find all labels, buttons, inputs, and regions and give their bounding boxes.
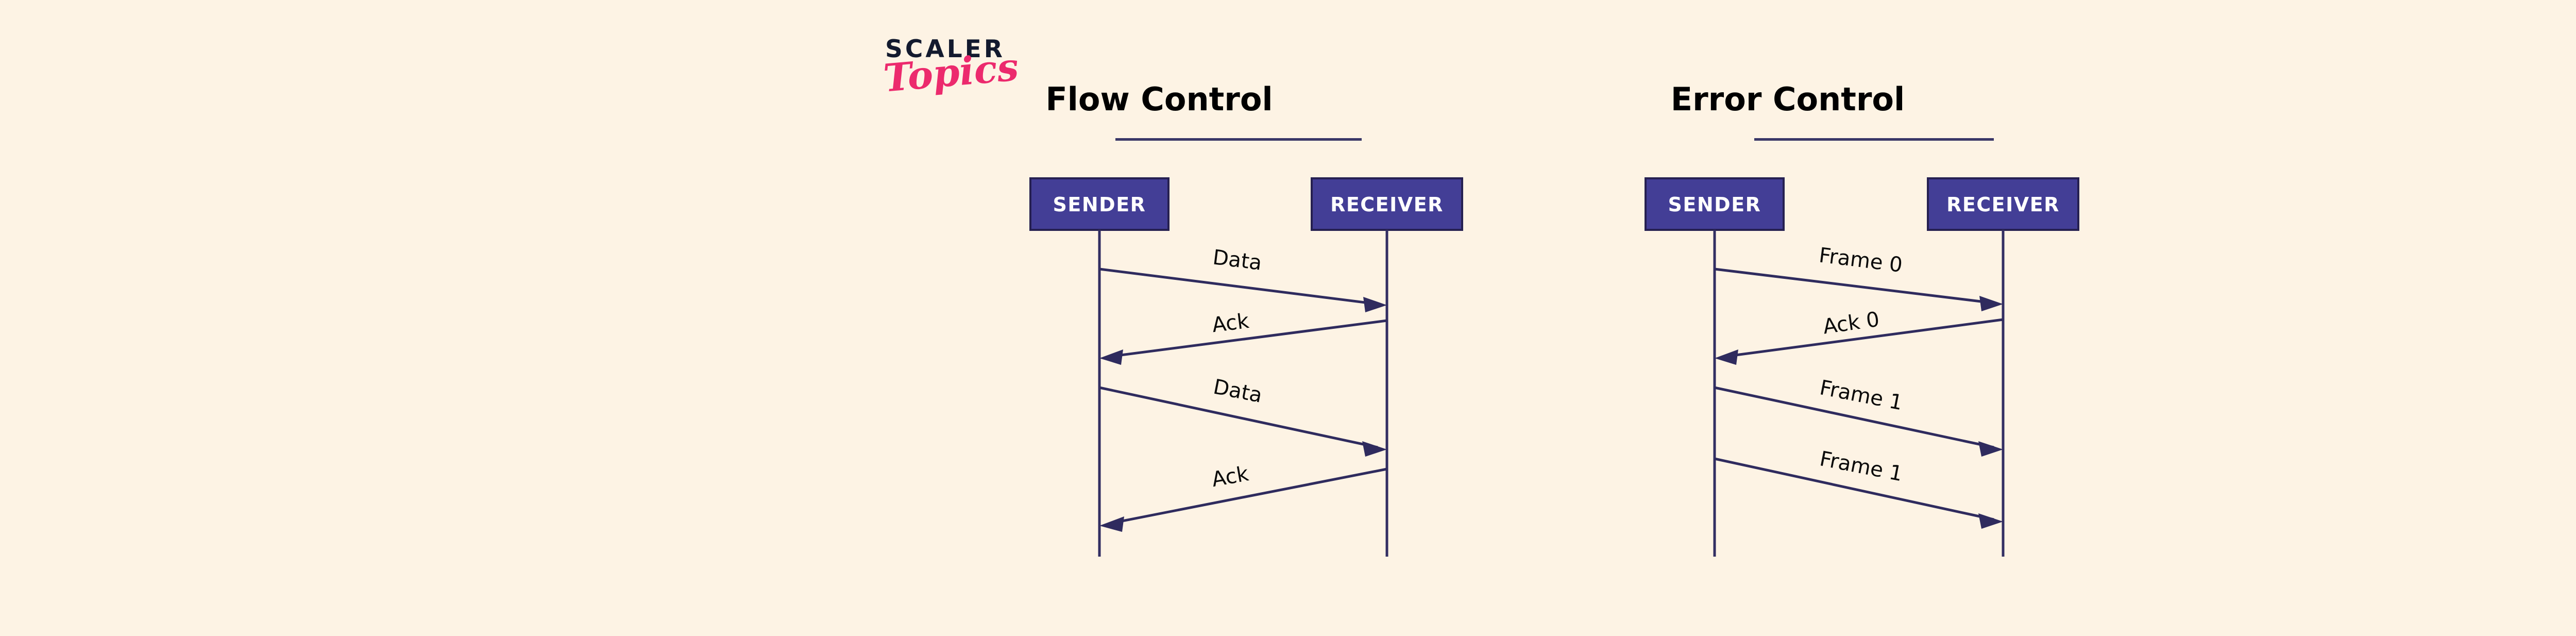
error-control-panel: Error Control SENDER RECEIVER Frame 0 bbox=[1638, 82, 2154, 567]
error-message-3: Frame 1 bbox=[1714, 376, 2003, 457]
error-receiver-box bbox=[1927, 177, 2079, 231]
flow-message-2-arrowhead bbox=[1099, 349, 1123, 365]
flow-message-3-label: Data bbox=[1211, 375, 1264, 408]
error-control-title-underline bbox=[1754, 138, 1994, 141]
error-control-title: Error Control bbox=[1670, 80, 1905, 118]
flow-message-1: Data bbox=[1099, 245, 1387, 312]
flow-message-2-label: Ack bbox=[1211, 309, 1251, 338]
flow-receiver-box bbox=[1311, 177, 1463, 231]
flow-message-4-arrowhead bbox=[1099, 516, 1124, 532]
flow-control-title: Flow Control bbox=[1045, 80, 1273, 118]
flow-message-1-label: Data bbox=[1211, 245, 1263, 275]
error-message-2-line bbox=[1723, 318, 2004, 358]
error-message-1-label: Frame 0 bbox=[1818, 243, 1904, 277]
flow-receiver-node: RECEIVER bbox=[1311, 177, 1463, 231]
flow-sender-node: SENDER bbox=[1029, 177, 1170, 231]
error-message-1: Frame 0 bbox=[1714, 243, 2003, 311]
flow-message-4-label: Ack bbox=[1210, 462, 1251, 492]
error-message-3-label: Frame 1 bbox=[1818, 376, 1905, 415]
flow-message-1-arrowhead bbox=[1363, 297, 1387, 312]
error-message-2-arrowhead bbox=[1715, 349, 1738, 365]
flow-sender-label: SENDER bbox=[1053, 193, 1146, 216]
error-sender-box bbox=[1645, 177, 1785, 231]
error-message-4-label: Frame 1 bbox=[1818, 447, 1905, 486]
flow-control-sequence-diagram: SENDER RECEIVER Data Ack bbox=[1029, 177, 1463, 557]
error-message-1-line bbox=[1714, 267, 1994, 305]
scaler-topics-logo: SCALER Topics bbox=[882, 35, 1045, 130]
flow-message-2-line bbox=[1108, 319, 1387, 358]
flow-control-title-underline bbox=[1115, 138, 1362, 141]
error-message-2: Ack 0 bbox=[1715, 308, 2004, 365]
flow-message-3: Data bbox=[1099, 375, 1387, 457]
flow-control-panel: Flow Control SENDER RECEIVER Data bbox=[1010, 82, 1525, 567]
flow-message-1-line bbox=[1099, 267, 1378, 306]
flow-message-4: Ack bbox=[1099, 462, 1387, 532]
error-message-1-arrowhead bbox=[1979, 296, 2003, 311]
flow-message-3-arrowhead bbox=[1362, 441, 1387, 457]
error-sender-label: SENDER bbox=[1668, 193, 1761, 216]
error-sender-node: SENDER bbox=[1645, 177, 1785, 231]
error-message-3-arrowhead bbox=[1978, 441, 2003, 457]
error-message-4-arrowhead bbox=[1978, 513, 2003, 529]
logo-brand-text: SCALER bbox=[885, 35, 1005, 63]
flow-message-3-line bbox=[1099, 386, 1378, 449]
error-message-4-line bbox=[1714, 457, 1994, 521]
error-control-sequence-diagram: SENDER RECEIVER Frame 0 Ack 0 bbox=[1645, 177, 2079, 557]
error-receiver-label: RECEIVER bbox=[1946, 193, 2060, 216]
flow-receiver-label: RECEIVER bbox=[1330, 193, 1444, 216]
flow-message-4-line bbox=[1108, 467, 1387, 525]
flow-message-2: Ack bbox=[1099, 309, 1387, 365]
error-message-3-line bbox=[1714, 386, 1994, 449]
error-message-2-label: Ack 0 bbox=[1822, 308, 1881, 339]
error-receiver-node: RECEIVER bbox=[1927, 177, 2079, 231]
flow-sender-box bbox=[1029, 177, 1170, 231]
error-message-4: Frame 1 bbox=[1714, 447, 2003, 529]
